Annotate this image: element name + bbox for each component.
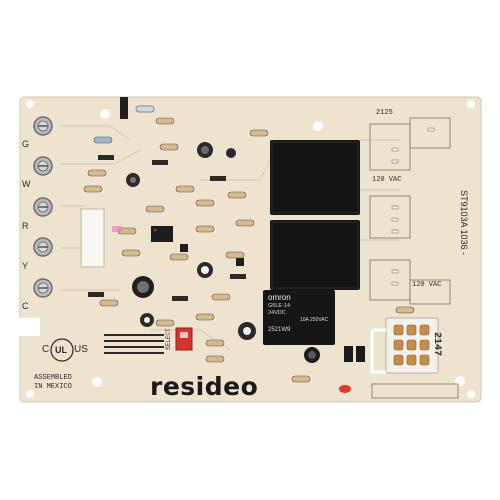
voltage-label: 120 VAC [412, 281, 442, 289]
led [339, 385, 351, 393]
mounting-hole [313, 121, 323, 131]
mounting-hole [467, 100, 475, 108]
mounting-hole [100, 109, 110, 119]
terminal-label: Y [22, 261, 29, 271]
terminal-label: W [22, 179, 31, 189]
circuit-board [19, 96, 482, 403]
relay-ratings: 10A 250VAC [300, 317, 329, 323]
glass-diode [135, 105, 155, 113]
relay-model: G5LE-14 [268, 303, 291, 309]
black-relay-top [270, 140, 360, 215]
mounting-hole [26, 390, 34, 398]
omron-relay [263, 290, 335, 345]
terminal-label: R [22, 221, 29, 231]
relay-coil: 24VDC [268, 310, 286, 316]
capacitors [126, 142, 320, 363]
mounting-hole [455, 376, 465, 386]
black-relay-bottom [270, 220, 360, 290]
ic-chip [151, 226, 173, 242]
header-strip [120, 97, 128, 119]
voltage-label: 120 VAC [372, 176, 402, 184]
mounting-hole [92, 377, 102, 387]
diodes [88, 155, 246, 301]
molex-connector [385, 317, 439, 374]
dip-switch [175, 327, 193, 351]
screw-terminals [33, 116, 53, 298]
origin-line-1: ASSEMBLED [34, 374, 72, 382]
terminal-label: C [22, 301, 29, 311]
terminal-label: G [22, 139, 30, 149]
part-number: ST9103A 1036 - [459, 190, 469, 256]
ul-mark [50, 338, 74, 362]
jumpers [344, 346, 365, 362]
brand-logo: resideo [150, 372, 259, 401]
select-label: SELECT [165, 328, 172, 350]
select-pins [104, 334, 164, 354]
cert-c: C [42, 344, 50, 355]
cert-ul: UL [55, 345, 67, 355]
white-component [80, 208, 105, 268]
relay-code: 2521W9 [268, 327, 291, 333]
mounting-hole [26, 100, 34, 108]
origin-line-2: IN MEXICO [34, 383, 72, 391]
resistors [83, 117, 415, 383]
header-text: 2125 [376, 109, 393, 117]
cert-us: US [74, 344, 88, 355]
date-code: 2147 [431, 332, 442, 357]
relay-brand: omron [268, 293, 291, 302]
mounting-hole [467, 390, 475, 398]
